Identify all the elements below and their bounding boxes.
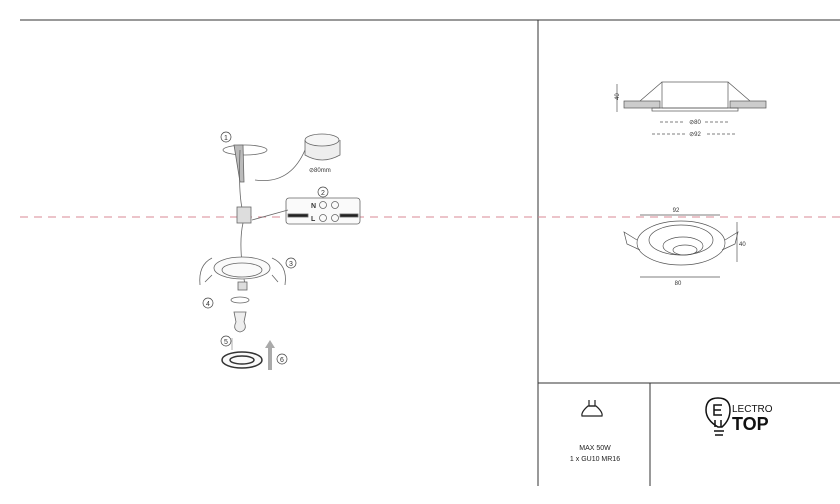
saw-icon	[233, 144, 245, 183]
arrow-up-icon	[265, 340, 275, 370]
terminal-block-icon	[285, 197, 361, 225]
gu10-lamp-icon	[581, 400, 603, 417]
brand-line1: LECTRO	[732, 404, 773, 415]
brand-line2: TOP	[732, 414, 769, 434]
lamp-holder-ring-icon	[221, 351, 263, 369]
perspective-top-width-label: 92	[673, 208, 680, 214]
terminal-l-label: L	[311, 216, 316, 223]
step-2-label: 2	[321, 190, 325, 197]
step-3-label: 3	[289, 261, 293, 268]
fixture-ring-icon	[213, 256, 271, 280]
perspective-view-drawing	[623, 214, 739, 278]
installation-diagram	[199, 133, 361, 370]
step-5-label: 5	[224, 339, 228, 346]
side-view-drawing	[616, 81, 767, 135]
max-power-label: MAX 50W	[579, 445, 611, 452]
perspective-bottom-width-label: 80	[675, 281, 682, 287]
hole-size-label: ⊘80mm	[309, 168, 331, 174]
perspective-height-label: 40	[739, 242, 746, 248]
step-1-label: 1	[224, 135, 228, 142]
step-4-label: 4	[206, 301, 210, 308]
lamp-bulb-icon	[233, 311, 247, 333]
step-6-label: 6	[280, 357, 284, 364]
bulb-e-icon	[705, 397, 731, 436]
inner-diameter-label: ⊘80	[689, 120, 701, 126]
outer-diameter-label: ⊘92	[689, 132, 701, 138]
side-height-label: 40	[615, 93, 621, 100]
terminal-n-label: N	[311, 203, 316, 210]
lamp-type-label: 1 x GU10 MR16	[569, 456, 621, 463]
